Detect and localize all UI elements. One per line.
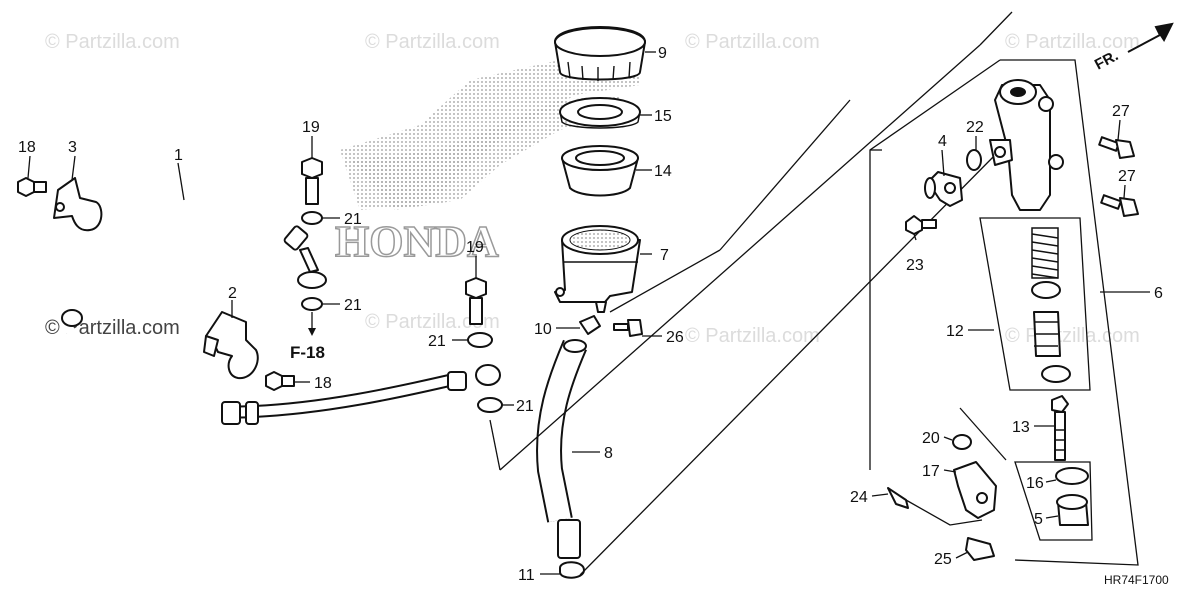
callout-21b: 21 [344,297,362,314]
brand-logo-text: HONDA [335,217,499,266]
callout-9: 9 [658,45,667,62]
honda-logo: HONDA [334,58,640,267]
watermark-text: © Partzilla.com [1005,31,1140,53]
callout-6: 6 [1154,285,1163,302]
part-screw-23 [905,215,937,235]
callout-23: 23 [906,257,924,274]
part-hose-joint [924,171,963,207]
arrow-icon [308,328,316,336]
callout-21c: 21 [428,333,446,350]
part-washer-21-a [301,211,323,225]
callout-14: 14 [654,163,672,180]
part-hose-clip-upper [579,315,601,335]
callout-18a: 18 [18,139,36,156]
callout-27a: 27 [1112,103,1130,120]
part-bolt-27-lower [1100,194,1139,217]
callout-27b: 27 [1118,168,1136,185]
reference-f18: F-18 [290,343,325,362]
part-master-cylinder [989,79,1064,211]
callout-20: 20 [922,430,940,447]
callout-26: 26 [666,329,684,346]
part-washer-21-d [477,397,503,413]
part-washer-21-c [467,332,493,348]
part-bolt-19-left [301,157,323,205]
part-joint-pin [965,537,995,561]
part-reservoir-cap [554,26,646,81]
part-bolt-18-lower [265,371,295,391]
callout-19a: 19 [302,119,320,136]
part-washer-21-b [301,297,323,311]
part-brake-hose [56,200,501,425]
callout-1: 1 [174,147,183,164]
callout-5: 5 [1034,511,1043,528]
spring-icon [1031,227,1059,279]
callout-leaders [27,51,1150,575]
callout-12: 12 [946,323,964,340]
part-push-rod [1051,395,1069,461]
part-screw-26 [613,319,643,337]
leader-line [1014,461,1093,541]
callout-8: 8 [604,445,613,462]
part-bolt-18-upper [17,177,47,197]
master-cylinder-bracket-frame [869,59,1139,566]
callout-17: 17 [922,463,940,480]
callout-19b: 19 [466,239,484,256]
part-o-ring [966,149,982,171]
part-cotter-pin [887,487,909,509]
watermark-text: © Partzilla.com [685,325,820,347]
part-lock-nut [1055,467,1089,485]
part-hose-clip-lower [559,561,585,579]
callout-22: 22 [966,119,984,136]
part-hose-clamp-lower [203,311,259,380]
part-reservoir [554,225,641,313]
callout-21a: 21 [344,211,362,228]
diagram-code: HR74F1700 [1104,573,1169,587]
callout-11: 11 [518,567,535,584]
watermark-text: © Partzilla.com [365,311,500,333]
watermark-text: © Partzilla.com [45,31,180,53]
part-nut-20 [952,434,972,450]
part-bolt-27-upper [1098,136,1135,159]
callout-21d: 21 [516,398,534,415]
callout-3: 3 [68,139,77,156]
part-diaphragm-plate [559,97,641,129]
callout-7: 7 [660,247,669,264]
leader-line [959,407,1007,461]
callout-24: 24 [850,489,868,506]
callout-16: 16 [1026,475,1044,492]
callout-18b: 18 [314,375,332,392]
callout-labels: 1 2 3 18 18 19 21 21 F-18 19 21 21 9 15 … [18,45,1163,584]
watermark-text: © Partzilla.com [365,31,500,53]
part-piston-set [979,217,1091,391]
part-reservoir-hose [536,339,587,559]
callout-25: 25 [934,551,952,568]
callout-10: 10 [534,321,552,338]
callout-15: 15 [654,108,672,125]
part-hose-clamp-upper [53,177,103,232]
leader-line [905,499,983,526]
watermark-text: © Partzilla.com [685,31,820,53]
watermark-text: © Partzilla.com [1005,325,1140,347]
part-boot [1056,494,1089,526]
part-diaphragm [561,145,639,197]
callout-2: 2 [228,285,237,302]
part-clevis [953,461,997,519]
callout-4: 4 [938,133,947,150]
arrow-icon [1127,22,1174,53]
callout-13: 13 [1012,419,1030,436]
part-bolt-19-right [465,277,487,325]
